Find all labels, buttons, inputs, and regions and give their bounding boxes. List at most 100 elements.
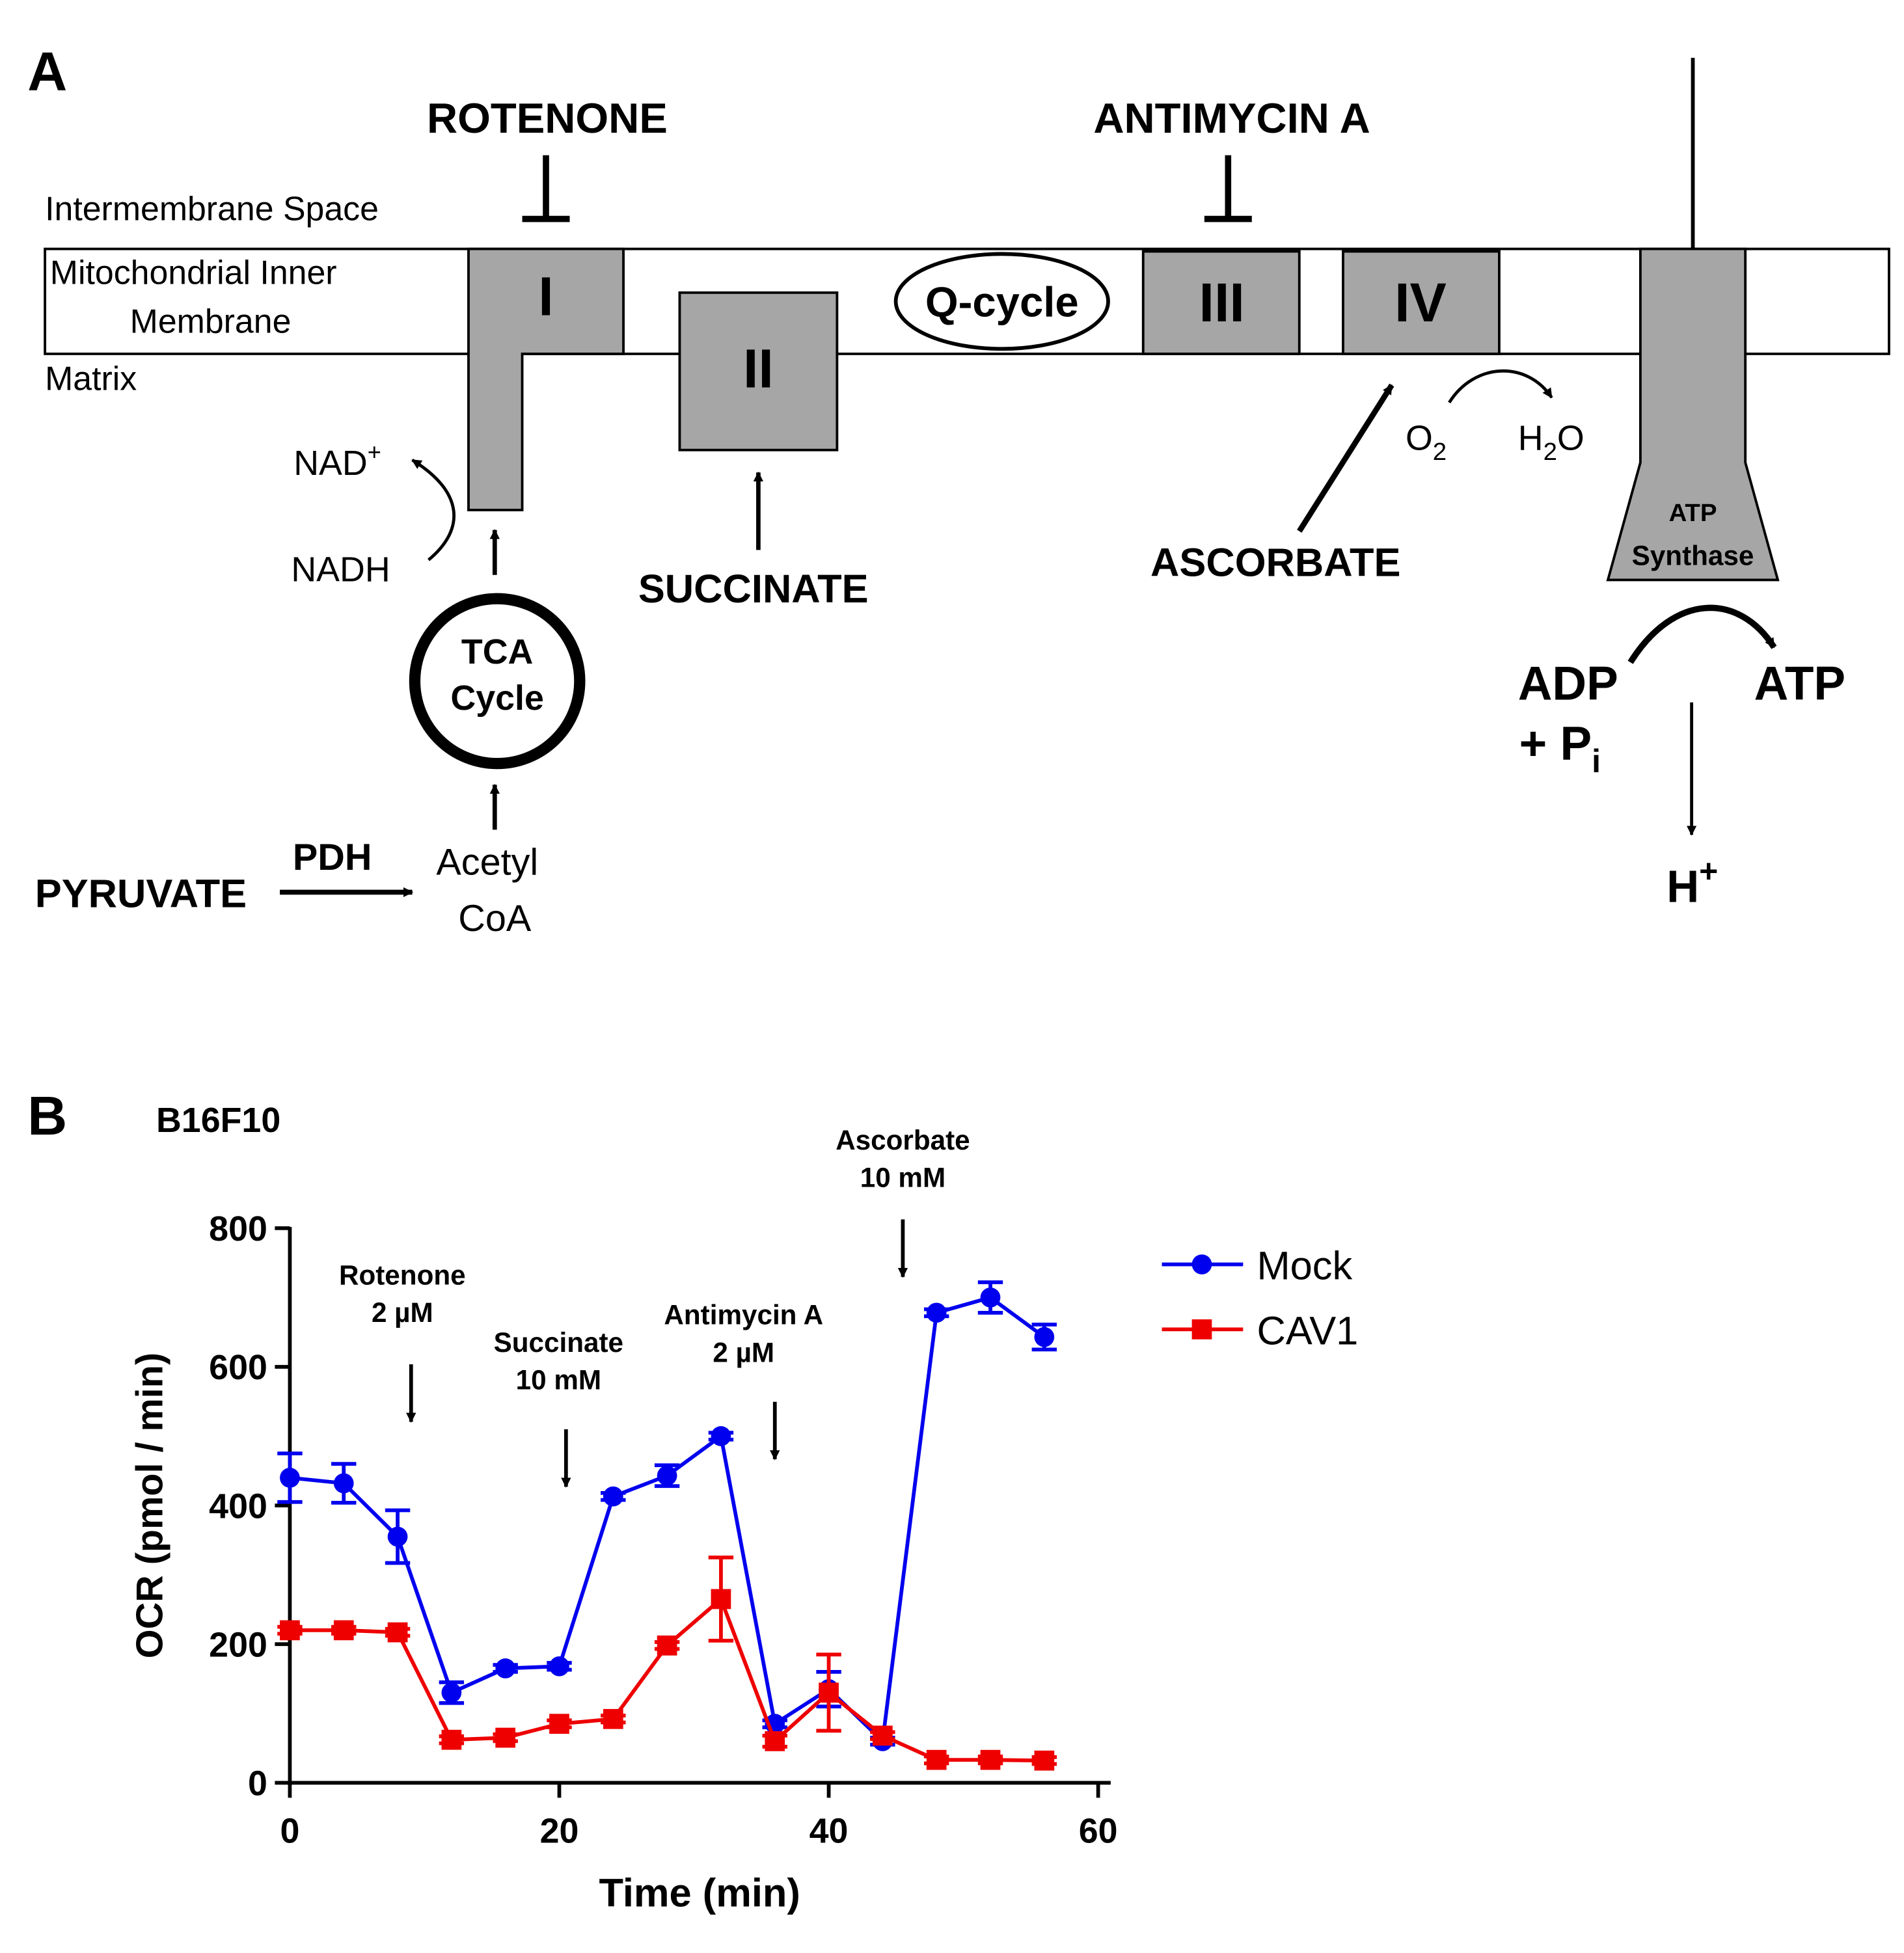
annotation-ascorbate-line2: 10 mM [860, 1163, 945, 1193]
x-ticks: 0 20 40 60 [280, 1783, 1118, 1850]
annotation-ascorbate-line1: Ascorbate [836, 1125, 970, 1155]
antimycin-a-label: ANTIMYCIN A [1093, 94, 1370, 142]
adp-label-line1: ADP [1518, 658, 1618, 710]
atp-synthase-shape [1606, 247, 1780, 582]
mock-point-5 [549, 1656, 569, 1677]
atp-synthase-label-line1: ATP [1669, 499, 1717, 527]
y-tick-label-200: 200 [209, 1625, 267, 1664]
mock-point-0 [280, 1468, 300, 1488]
mock-point-7 [657, 1465, 677, 1486]
nad-plus-label: NAD+ [293, 438, 381, 483]
acetyl-coa-label-line1: Acetyl [436, 842, 538, 883]
legend-item-mock: Mock [1162, 1244, 1353, 1289]
annotation-succinate: Succinate 10 mM [494, 1327, 623, 1488]
annotation-ascorbate: Ascorbate 10 mM [836, 1125, 970, 1278]
atp-label: ATP [1754, 658, 1845, 710]
cell-line-label: B16F10 [156, 1101, 280, 1140]
cav1-point-0 [280, 1620, 300, 1641]
mock-point-8 [711, 1426, 731, 1446]
mock-point-13 [980, 1287, 1001, 1308]
chart-series [277, 1280, 1057, 1771]
adp-to-atp-arrow [1627, 604, 1777, 664]
cav1-point-4 [495, 1727, 516, 1748]
nadh-to-nad-arrow [411, 459, 456, 561]
h-plus-label: H+ [1666, 853, 1718, 912]
x-axis-label: Time (min) [599, 1870, 800, 1915]
complex-iii-label: III [1199, 272, 1245, 333]
rotenone-inhibition-symbol [522, 155, 570, 222]
cav1-point-9 [765, 1731, 785, 1751]
cav1-point-5 [549, 1714, 569, 1734]
tca-cycle-circle [409, 593, 586, 770]
complex-iv-shape [1342, 250, 1501, 355]
o2-label: O2 [1406, 419, 1447, 466]
cav1-point-7 [657, 1635, 677, 1656]
cav1-point-8 [711, 1589, 731, 1610]
o2-to-h2o-arrow [1448, 369, 1553, 404]
panel-b-label: B [27, 1085, 67, 1146]
y-axis-label: OCR (pmol / min) [129, 1353, 171, 1658]
mock-point-2 [387, 1526, 408, 1547]
label-intermembrane-space: Intermembrane Space [45, 189, 379, 227]
series-cav1 [277, 1556, 1057, 1771]
ascorbate-label: ASCORBATE [1150, 541, 1400, 586]
mock-line [290, 1295, 1046, 1744]
legend-cav1-marker [1191, 1319, 1212, 1340]
succinate-label: SUCCINATE [638, 567, 869, 612]
cav1-point-6 [603, 1708, 623, 1729]
x-tick-label-40: 40 [809, 1811, 849, 1850]
cav1-point-13 [980, 1749, 1001, 1770]
x-tick-label-20: 20 [540, 1811, 579, 1850]
panel-b: B B16F10 Rotenone 2 µM Succinate 10 mM A… [27, 1085, 1358, 1916]
complex-iv-label: IV [1394, 272, 1447, 333]
annotation-antimycin-a-line2: 2 µM [713, 1337, 774, 1367]
cav1-point-2 [387, 1622, 408, 1643]
cav1-point-14 [1034, 1750, 1055, 1771]
annotation-rotenone: Rotenone 2 µM [339, 1259, 466, 1423]
cav1-point-12 [926, 1749, 947, 1770]
legend-item-cav1: CAV1 [1162, 1308, 1358, 1353]
q-cycle-ellipse [893, 252, 1110, 351]
legend: Mock CAV1 [1162, 1244, 1358, 1353]
q-cycle-label: Q-cycle [925, 278, 1079, 325]
annotation-succinate-line1: Succinate [494, 1327, 623, 1358]
panel-a-label: A [27, 41, 67, 102]
x-tick-label-60: 60 [1079, 1811, 1118, 1850]
y-tick-label-0: 0 [248, 1764, 267, 1803]
acetyl-coa-label-line2: CoA [458, 898, 532, 939]
annotation-antimycin-a: Antimycin A 2 µM [664, 1300, 823, 1461]
complex-ii-shape [678, 291, 839, 451]
legend-mock-label: Mock [1257, 1244, 1352, 1289]
annotation-antimycin-a-line1: Antimycin A [664, 1300, 823, 1330]
tca-cycle-label-line1: TCA [461, 632, 533, 671]
annotation-succinate-line2: 10 mM [516, 1365, 601, 1395]
series-mock [277, 1280, 1057, 1751]
mock-point-4 [495, 1658, 516, 1678]
mock-point-3 [441, 1682, 462, 1703]
complex-i-shape [467, 247, 625, 511]
label-matrix: Matrix [45, 360, 137, 397]
label-inner-membrane-line2: Membrane [130, 302, 292, 340]
complex-ii-label: II [743, 338, 774, 399]
treatment-annotations: Rotenone 2 µM Succinate 10 mM Antimycin … [339, 1125, 970, 1488]
adp-label-line2: + Pi [1519, 718, 1601, 779]
complex-i-label: I [538, 265, 553, 327]
panel-a: A Intermembrane Space Mitochondrial Inne… [27, 41, 1890, 939]
antimycin-inhibition-symbol [1204, 155, 1252, 222]
rotenone-label: ROTENONE [427, 94, 668, 142]
annotation-rotenone-line2: 2 µM [372, 1297, 433, 1328]
mock-point-14 [1034, 1327, 1055, 1347]
mock-point-12 [926, 1302, 947, 1323]
annotation-rotenone-line1: Rotenone [339, 1259, 466, 1290]
h2o-label: H2O [1518, 419, 1584, 466]
cav1-point-3 [441, 1729, 462, 1750]
y-tick-label-400: 400 [209, 1487, 267, 1526]
x-tick-label-0: 0 [280, 1811, 299, 1850]
legend-mock-marker [1191, 1254, 1212, 1274]
label-inner-membrane-line1: Mitochondrial Inner [50, 253, 337, 291]
pyruvate-label: PYRUVATE [35, 871, 247, 916]
legend-cav1-label: CAV1 [1257, 1308, 1358, 1353]
